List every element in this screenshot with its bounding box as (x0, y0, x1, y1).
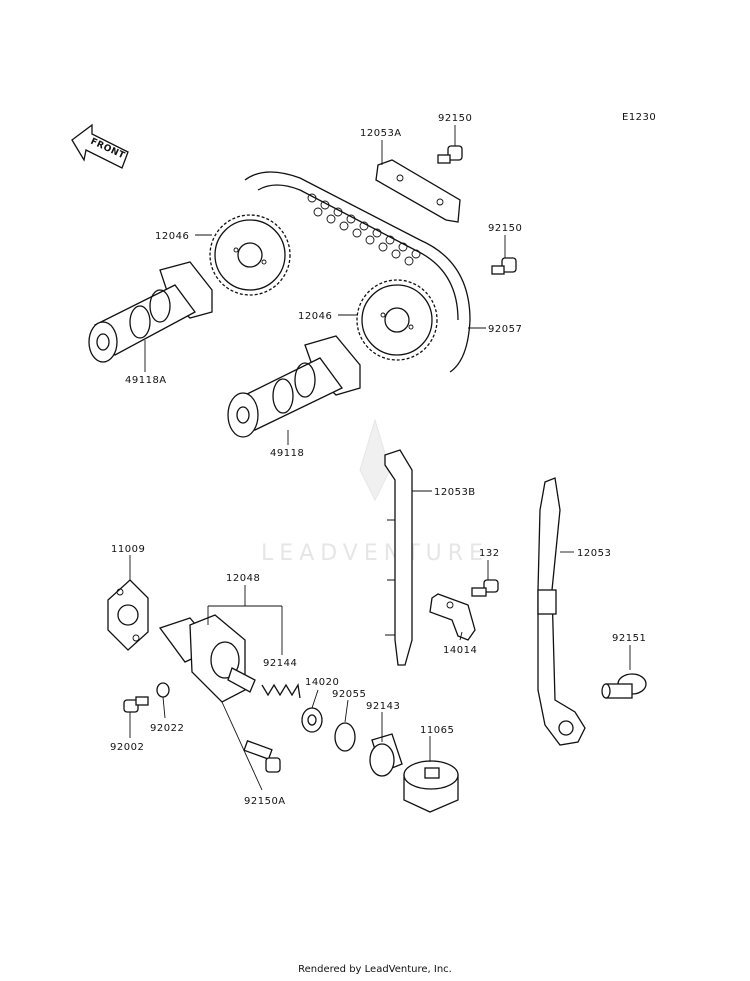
callout-92144: 92144 (263, 658, 297, 669)
camshaft-49118 (227, 335, 361, 438)
sprocket-lower (356, 279, 438, 361)
footer-credit: Rendered by LeadVenture, Inc. (298, 964, 452, 975)
callout-12053: 12053 (577, 548, 611, 559)
gasket-11009 (107, 579, 149, 651)
leader-lines (129, 125, 631, 791)
callout-11065: 11065 (420, 725, 454, 736)
diagram-code: E1230 (622, 112, 656, 123)
callout-12053A: 12053A (360, 128, 402, 139)
bracket-14014 (429, 593, 476, 641)
callout-14020: 14020 (305, 677, 339, 688)
callout-92143: 92143 (366, 701, 400, 712)
chain-guide-12053A (375, 159, 461, 223)
oring-92055 (334, 722, 356, 752)
callout-92150-top: 92150 (438, 113, 472, 124)
bolt-92002 (123, 696, 149, 713)
callout-92151: 92151 (612, 633, 646, 644)
cap-11065 (403, 760, 459, 813)
watermark-text: LEADVENTURE (261, 541, 489, 566)
chain-guide-12053B (384, 449, 413, 666)
spacer-92143 (369, 733, 403, 777)
callout-132: 132 (479, 548, 500, 559)
tensioner-body-12048 (158, 614, 256, 703)
spring-92144 (261, 683, 301, 699)
front-arrow-icon: FRONT (71, 123, 129, 169)
callout-92057: 92057 (488, 324, 522, 335)
bolt-132 (471, 579, 499, 597)
watermark: LEADVENTURE (261, 418, 489, 566)
callout-92150-right: 92150 (488, 223, 522, 234)
washer-92022 (156, 682, 170, 698)
callout-92022: 92022 (150, 723, 184, 734)
bolt-92151 (601, 673, 647, 699)
bolt-92150-top (437, 145, 463, 164)
callout-92150A: 92150A (244, 796, 286, 807)
callout-12048: 12048 (226, 573, 260, 584)
tensioner-arm-12053 (537, 477, 586, 746)
camshaft-49118A (88, 261, 213, 363)
callout-11009: 11009 (111, 544, 145, 555)
callout-92002: 92002 (110, 742, 144, 753)
callouts: 92150 12053A 12046 92150 12046 92057 491… (110, 113, 646, 807)
callout-49118A: 49118A (125, 375, 167, 386)
bolt-92150-right (491, 257, 517, 275)
callout-49118: 49118 (270, 448, 304, 459)
front-label: FRONT (89, 137, 127, 162)
cam-chain (244, 171, 471, 373)
callout-14014: 14014 (443, 645, 477, 656)
callout-92055: 92055 (332, 689, 366, 700)
callout-12053B: 12053B (434, 487, 476, 498)
callout-12046-upper: 12046 (155, 231, 189, 242)
callout-12046-lower: 12046 (298, 311, 332, 322)
nut-14020 (301, 707, 323, 733)
bolt-92150A (243, 740, 281, 773)
sprocket-upper (209, 214, 291, 296)
